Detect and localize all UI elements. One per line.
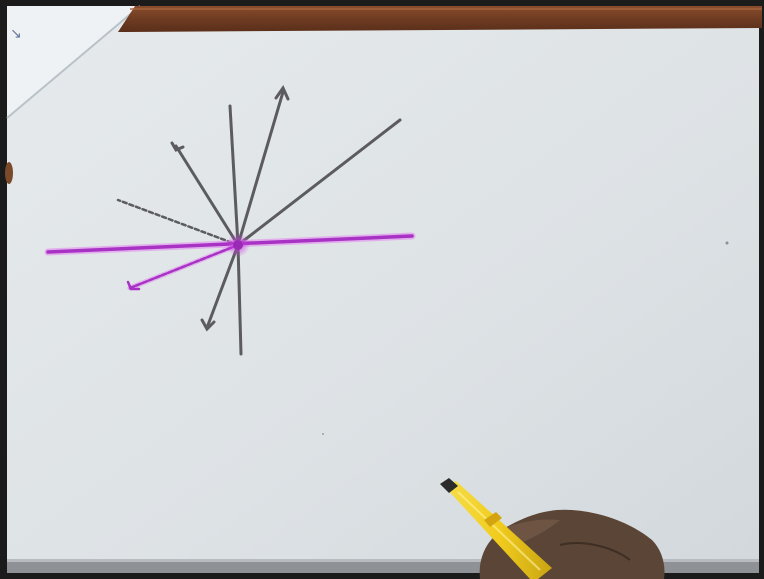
corner-scribble: ↘	[10, 26, 22, 42]
left-edge-mark	[5, 162, 13, 184]
origin-point	[233, 240, 243, 250]
board-speck	[322, 433, 324, 435]
whiteboard	[7, 6, 759, 559]
board-speck	[726, 242, 729, 245]
